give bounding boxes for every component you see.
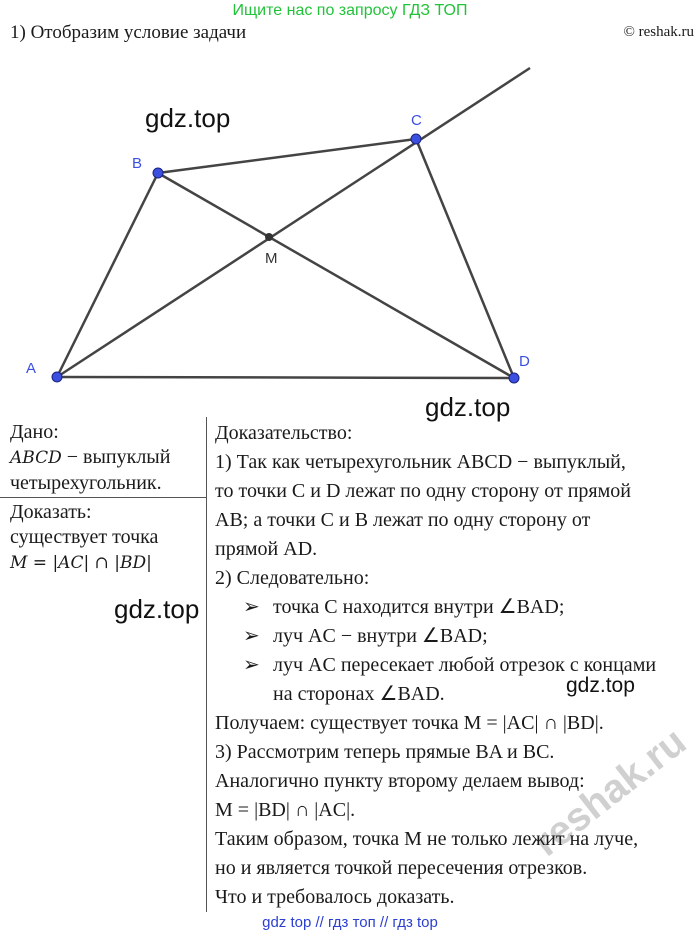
label-b: B	[132, 155, 142, 172]
proof-line: M = |BD| ∩ |AC|.	[215, 799, 356, 821]
label-c: C	[411, 112, 422, 129]
bullet-item: точка C находится внутри ∠BAD;	[273, 596, 565, 618]
ray-ac	[56, 66, 531, 379]
given-block: Дано: ABCD − выпуклый четырехугольник.	[10, 421, 171, 494]
point-c	[410, 133, 422, 145]
bullet-item: луч AC пересекает любой отрезок с концам…	[273, 654, 657, 676]
side-cd	[414, 138, 516, 379]
proof-line: Таким образом, точка M не только лежит н…	[215, 828, 639, 850]
prove-line1: существует точка	[10, 526, 159, 548]
watermark: gdz.top	[145, 103, 231, 133]
side-bc	[157, 137, 417, 175]
arrow-bullet-icon: ➢	[243, 625, 260, 647]
point-a	[51, 371, 63, 383]
label-m: M	[265, 250, 278, 267]
proof-line: прямой AD.	[215, 538, 318, 560]
given-math: ABCD	[10, 448, 62, 468]
arrow-bullet-icon: ➢	[243, 654, 260, 676]
arrow-bullet-icon: ➢	[243, 596, 260, 618]
point-d	[508, 372, 520, 384]
proof-line: 3) Рассмотрим теперь прямые BA и BC.	[215, 741, 555, 763]
label-d: D	[519, 353, 530, 370]
side-ab	[55, 172, 160, 378]
section-heading: 1) Отобразим условие задачи	[10, 22, 247, 43]
prove-block: Доказать: существует точка M = |AC| ∩ |B…	[10, 500, 158, 576]
prove-math: M = |AC| ∩ |BD|	[10, 553, 152, 573]
proof-line: но и является точкой пересечения отрезко…	[215, 857, 588, 879]
point-b	[152, 167, 164, 179]
watermark: gdz.top	[566, 674, 635, 697]
proof-line: Аналогично пункту второму делаем вывод:	[215, 770, 585, 792]
bullet-item-continued: на сторонах ∠BAD.	[273, 683, 445, 705]
prove-title: Доказать:	[10, 501, 92, 523]
column-divider	[206, 417, 207, 912]
given-title: Дано:	[10, 421, 59, 443]
watermark: gdz.top	[425, 392, 511, 422]
given-divider	[0, 497, 206, 498]
proof-line: Что и требовалось доказать.	[215, 886, 455, 908]
given-line2: четырехугольник.	[10, 472, 162, 494]
proof-line: то точки C и D лежат по одну сторону от …	[215, 480, 631, 502]
footer-links[interactable]: gdz top // гдз топ // гдз top	[262, 914, 438, 931]
proof-title: Доказательство:	[215, 422, 353, 444]
label-a: A	[26, 360, 36, 377]
proof-line: 2) Следовательно:	[215, 567, 370, 589]
side-ad	[56, 375, 515, 380]
diagonal-bd	[157, 171, 515, 380]
proof-line: AB; а точки C и B лежат по одну сторону …	[215, 509, 591, 531]
watermark: gdz.top	[114, 594, 200, 624]
search-banner: Ищите нас по запросу ГДЗ ТОП	[232, 2, 468, 19]
proof-line: 1) Так как четырехугольник ABCD − выпукл…	[215, 451, 626, 473]
point-m	[265, 233, 273, 241]
geometry-diagram: A B C D M	[26, 66, 531, 384]
bullet-item: луч AC − внутри ∠BAD;	[273, 625, 488, 647]
proof-block: Доказательство: 1) Так как четырехугольн…	[215, 419, 656, 912]
proof-line: Получаем: существует точка M = |AC| ∩ |B…	[215, 712, 604, 734]
copyright: © reshak.ru	[623, 24, 694, 40]
